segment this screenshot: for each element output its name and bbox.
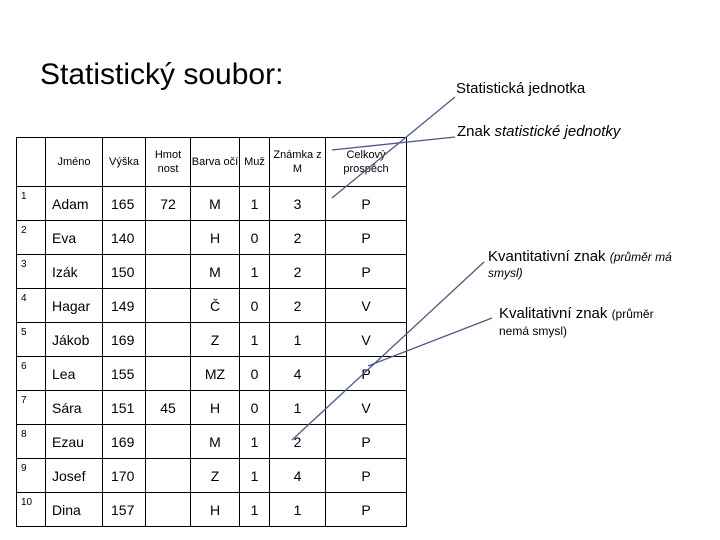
name-cell: Eva	[45, 220, 103, 255]
overall-grade-cell: P	[325, 424, 407, 459]
male-cell: 1	[239, 322, 270, 357]
row-index: 7	[16, 390, 46, 425]
column-header: Barva očí	[190, 137, 240, 187]
label-statistical-feature-prefix: Znak	[457, 123, 495, 140]
arrow-qualitative	[367, 317, 493, 367]
height-cell: 165	[102, 186, 146, 221]
row-index: 1	[16, 186, 46, 221]
overall-grade-cell: V	[325, 322, 407, 357]
arrow-quantitative	[291, 261, 485, 441]
row-index: 2	[16, 220, 46, 255]
name-cell: Jákob	[45, 322, 103, 357]
row-index: 10	[16, 492, 46, 527]
eye-color-cell: M	[190, 424, 240, 459]
height-cell: 140	[102, 220, 146, 255]
height-cell: 157	[102, 492, 146, 527]
column-header: Hmot nost	[145, 137, 191, 187]
height-cell: 150	[102, 254, 146, 289]
weight-cell: 72	[145, 186, 191, 221]
arrow-statistical-unit	[331, 96, 456, 199]
male-cell: 1	[239, 424, 270, 459]
eye-color-cell: H	[190, 492, 240, 527]
height-cell: 169	[102, 322, 146, 357]
name-cell: Hagar	[45, 288, 103, 323]
weight-cell: 45	[145, 390, 191, 425]
overall-grade-cell: P	[325, 254, 407, 289]
column-header: Známka z M	[269, 137, 326, 187]
label-quantitative-paren: (průměr má	[609, 250, 672, 264]
height-cell: 149	[102, 288, 146, 323]
label-statistical-feature-italic: statistické jednotky	[494, 123, 621, 140]
male-cell: 1	[239, 458, 270, 493]
overall-grade-cell: P	[325, 458, 407, 493]
eye-color-cell: H	[190, 220, 240, 255]
height-cell: 151	[102, 390, 146, 425]
label-qualitative: Kvalitativní znak (průměr	[499, 305, 654, 322]
name-cell: Dina	[45, 492, 103, 527]
weight-cell	[145, 356, 191, 391]
label-statistical-unit: Statistická jednotka	[456, 80, 586, 97]
male-cell: 0	[239, 220, 270, 255]
row-index: 5	[16, 322, 46, 357]
math-grade-cell: 1	[269, 322, 326, 357]
math-grade-cell: 4	[269, 356, 326, 391]
name-cell: Sára	[45, 390, 103, 425]
weight-cell	[145, 254, 191, 289]
math-grade-cell: 1	[269, 390, 326, 425]
slide-title: Statistický soubor:	[40, 58, 284, 91]
table-header-row: Jméno Výška Hmot nost Barva očí Muž Znám…	[16, 137, 407, 187]
eye-color-cell: Z	[190, 458, 240, 493]
math-grade-cell: 2	[269, 424, 326, 459]
label-qualitative-paren: (průměr	[611, 307, 654, 321]
name-cell: Adam	[45, 186, 103, 221]
label-quantitative-main: Kvantitativní znak	[488, 248, 610, 265]
column-header	[16, 137, 46, 187]
label-quantitative-cont: smysl)	[488, 266, 523, 280]
label-statistical-feature: Znak statistické jednotky	[457, 123, 620, 140]
height-cell: 155	[102, 356, 146, 391]
eye-color-cell: M	[190, 186, 240, 221]
data-table: Jméno Výška Hmot nost Barva očí Muž Znám…	[16, 137, 407, 527]
label-qualitative-main: Kvalitativní znak	[499, 305, 612, 322]
math-grade-cell: 4	[269, 458, 326, 493]
label-qualitative-cont: nemá smysl)	[499, 324, 568, 338]
label-quantitative: Kvantitativní znak (průměr má	[488, 248, 672, 265]
overall-grade-cell: P	[325, 492, 407, 527]
column-header: Muž	[239, 137, 270, 187]
weight-cell	[145, 288, 191, 323]
overall-grade-cell: P	[325, 356, 407, 391]
eye-color-cell: Č	[190, 288, 240, 323]
arrow-statistical-feature	[331, 136, 456, 151]
